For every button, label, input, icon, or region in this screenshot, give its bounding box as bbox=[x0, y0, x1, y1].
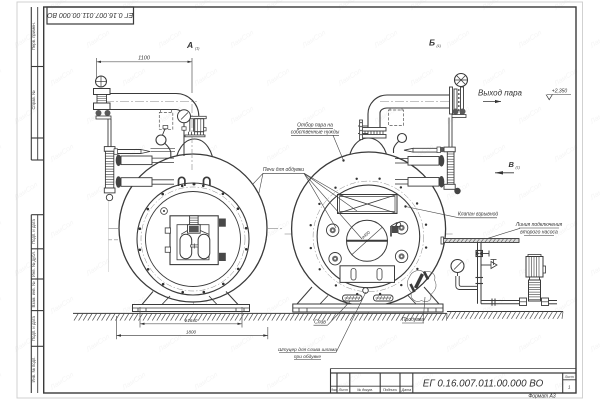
svg-text:Инв. № подл.: Инв. № подл. bbox=[31, 356, 36, 382]
svg-text:Печи для обдувки: Печи для обдувки bbox=[263, 167, 304, 173]
svg-text:Подпись: Подпись bbox=[383, 388, 397, 392]
svg-text:(1): (1) bbox=[437, 44, 441, 48]
svg-text:Справ. №: Справ. № bbox=[31, 90, 36, 110]
svg-text:второго насоса: второго насоса bbox=[520, 230, 558, 236]
svg-text:Продувка: Продувка bbox=[402, 317, 424, 323]
svg-text:ЕГ 0.16.007.011.00.000 ВО: ЕГ 0.16.007.011.00.000 ВО bbox=[47, 11, 134, 18]
svg-text:Слив: Слив bbox=[314, 320, 326, 326]
svg-text:Перв. примен.: Перв. примен. bbox=[31, 22, 36, 50]
svg-text:(1): (1) bbox=[195, 47, 199, 51]
svg-text:при обдувке: при обдувке bbox=[294, 354, 321, 360]
svg-text:№ докум.: № докум. bbox=[357, 388, 373, 392]
svg-text:Выход пара: Выход пара bbox=[478, 89, 523, 98]
svg-text:1800: 1800 bbox=[186, 330, 197, 335]
svg-text:Лист: Лист bbox=[338, 388, 348, 392]
svg-text:Отбор пара на: Отбор пара на bbox=[297, 123, 333, 129]
svg-text:(1): (1) bbox=[516, 166, 520, 170]
svg-text:Линия подключения: Линия подключения bbox=[515, 222, 563, 228]
svg-text:Изм: Изм bbox=[330, 388, 337, 392]
svg-text:Взам. инв. №: Взам. инв. № bbox=[31, 281, 36, 307]
svg-text:Подп. и дата: Подп. и дата bbox=[31, 218, 36, 243]
svg-text:1100: 1100 bbox=[138, 56, 151, 62]
svg-text:Подп. и дата: Подп. и дата bbox=[31, 315, 36, 340]
svg-text:+2,350: +2,350 bbox=[552, 89, 568, 95]
svg-text:ø1640: ø1640 bbox=[185, 318, 198, 323]
svg-text:Б: Б bbox=[429, 38, 435, 48]
svg-text:собственные нужды: собственные нужды bbox=[291, 130, 340, 136]
svg-text:Лист: Лист bbox=[564, 375, 574, 379]
svg-text:Дата: Дата bbox=[401, 388, 411, 392]
svg-text:В: В bbox=[509, 160, 515, 169]
svg-text:Формат А3: Формат А3 bbox=[528, 393, 556, 399]
svg-text:ЕГ 0.16.007.011.00.000 ВО: ЕГ 0.16.007.011.00.000 ВО bbox=[423, 378, 544, 389]
svg-text:Штуцер для слива шлама: Штуцер для слива шлама bbox=[278, 347, 337, 353]
svg-text:Инв. № дубл.: Инв. № дубл. bbox=[31, 251, 36, 277]
svg-text:Клапан взрывной: Клапан взрывной bbox=[458, 211, 499, 218]
svg-text:А: А bbox=[186, 40, 193, 50]
